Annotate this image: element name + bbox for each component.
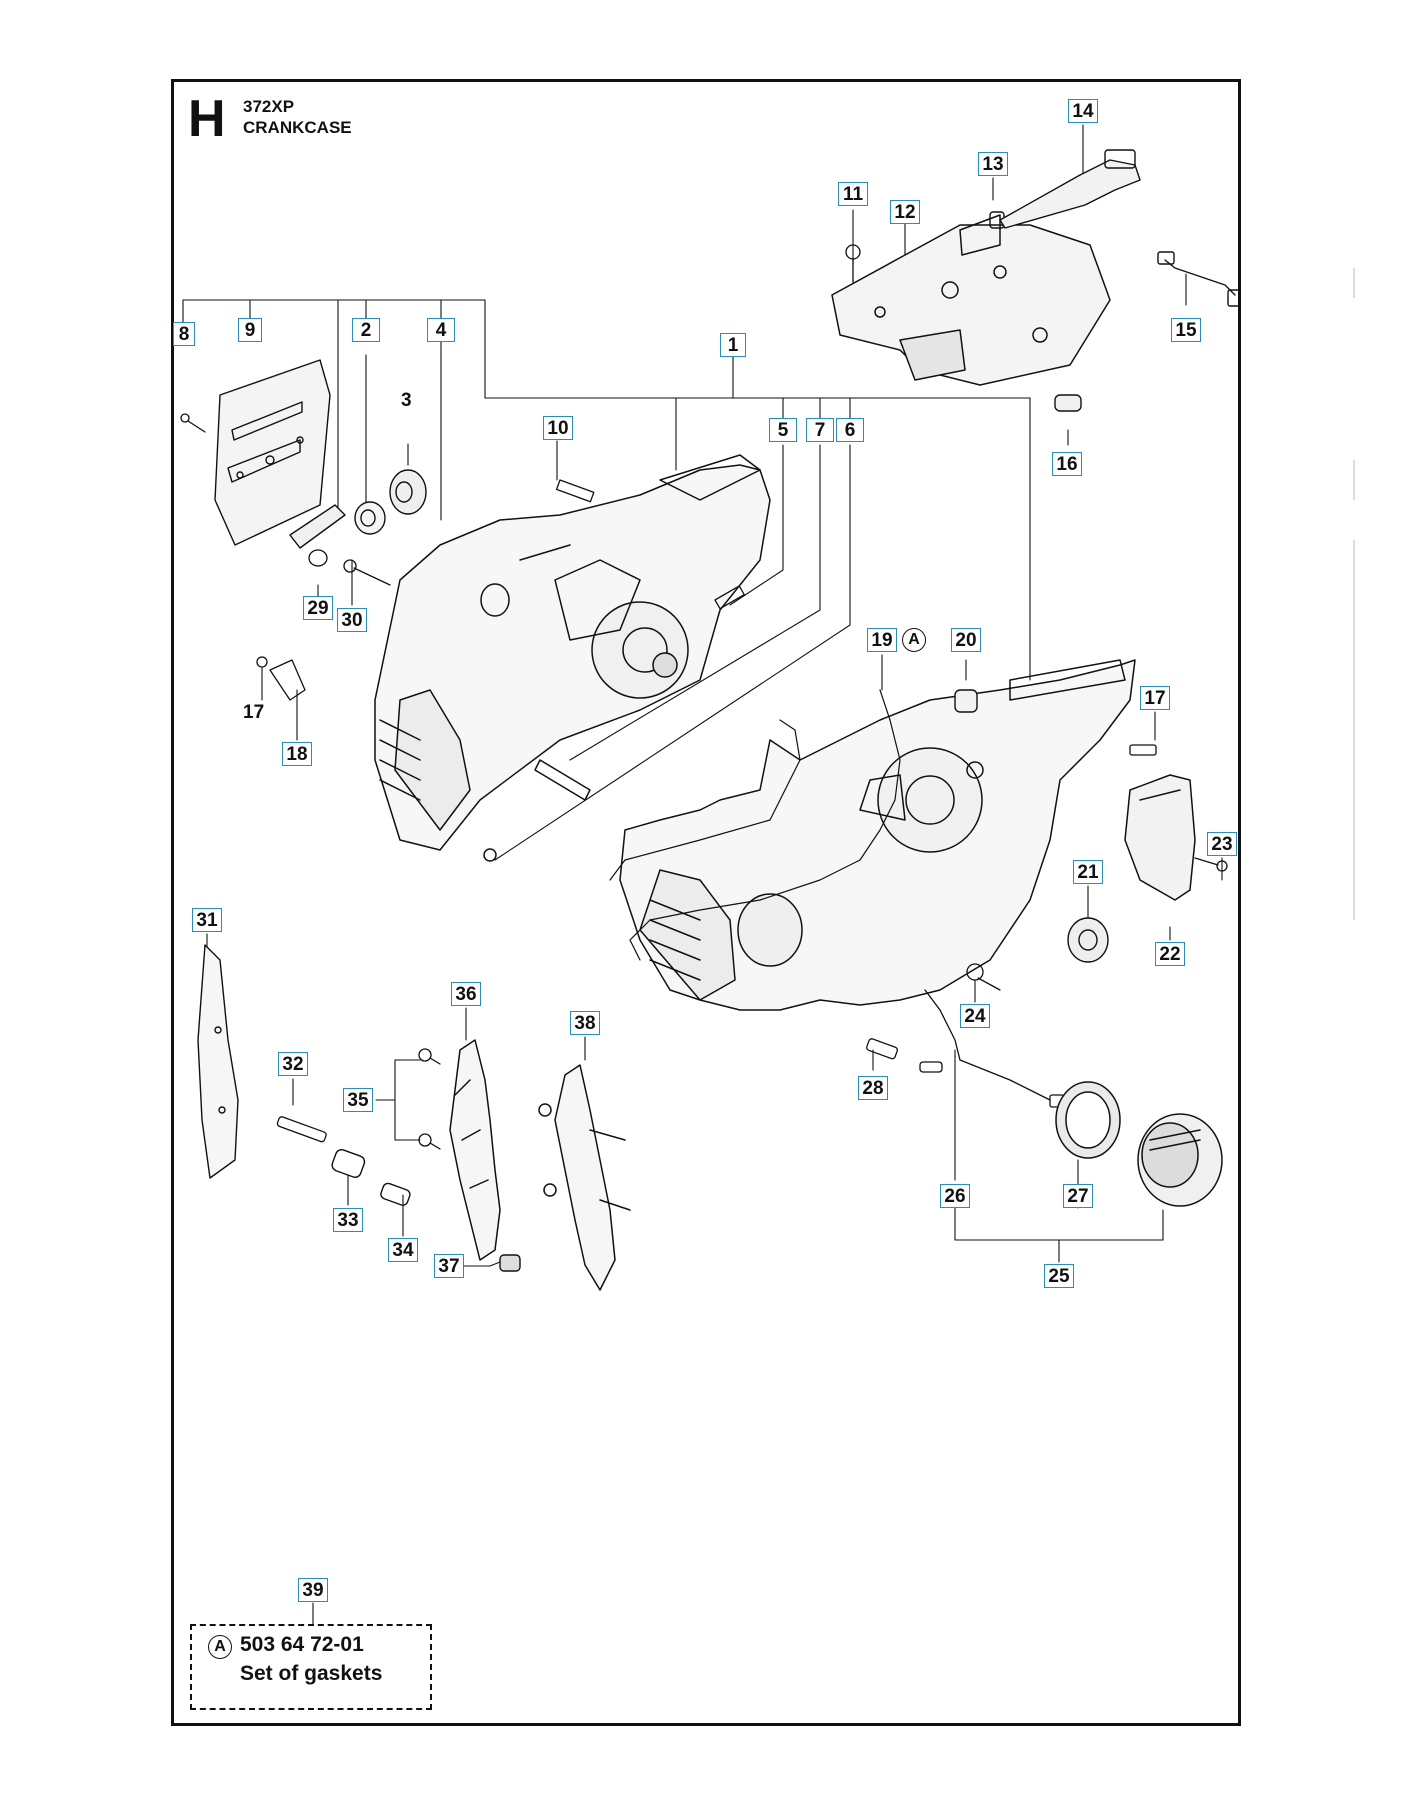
- part-20-bushing: [954, 689, 978, 713]
- part-8-screw: [180, 413, 206, 433]
- part-38-bumper-spike: [538, 1064, 631, 1291]
- callout-17-right: 17: [1140, 686, 1170, 710]
- callout-24: 24: [960, 1004, 990, 1028]
- gasket-kit-box: [190, 1624, 432, 1710]
- part-37-nut: [499, 1254, 521, 1272]
- callout-10: 10: [543, 416, 573, 440]
- part-2-pin: [289, 504, 346, 549]
- callout-11: 11: [838, 182, 868, 206]
- callout-22: 22: [1155, 942, 1185, 966]
- callout-39: 39: [298, 1578, 328, 1602]
- part-11-screw: [845, 244, 861, 283]
- part-4-seal: [354, 501, 386, 535]
- kit-description: Set of gaskets: [240, 1662, 383, 1685]
- callout-6: 6: [836, 418, 864, 442]
- part-15-hose: [1157, 251, 1241, 307]
- model-number: 372XP: [243, 97, 295, 116]
- part-28-screw: [866, 1038, 898, 1060]
- section-letter: H: [188, 90, 226, 148]
- part-34-sleeve: [380, 1182, 411, 1206]
- page-edge-mark: [1353, 540, 1355, 920]
- part-29-nut: [308, 549, 328, 567]
- label-3: 3: [401, 390, 412, 411]
- part-12-top-cover: [831, 214, 1111, 386]
- callout-19: 19: [867, 628, 897, 652]
- part-21-seal: [1067, 917, 1109, 963]
- callout-15: 15: [1171, 318, 1201, 342]
- callout-5: 5: [769, 418, 797, 442]
- part-24-bolt: [966, 963, 1001, 991]
- callout-14: 14: [1068, 99, 1098, 123]
- part-23-screw: [1194, 857, 1228, 872]
- crankcase-left-half: [374, 454, 771, 862]
- callout-36: 36: [451, 982, 481, 1006]
- callout-2: 2: [352, 318, 380, 342]
- part-27-seal: [1055, 1081, 1121, 1159]
- part-14-handle: [999, 149, 1141, 229]
- page-edge-mark: [1353, 460, 1355, 500]
- part-32-bolt: [276, 1116, 327, 1143]
- callout-33: 33: [333, 1208, 363, 1232]
- part-31-plate: [197, 944, 239, 1179]
- diagram-frame: [171, 79, 1241, 1726]
- part-33-spacer: [331, 1148, 366, 1178]
- part-26-vent: [919, 989, 1065, 1108]
- part-18-clip: [256, 656, 306, 701]
- part-3-bearing: [389, 469, 427, 515]
- callout-29: 29: [303, 596, 333, 620]
- callout-32: 32: [278, 1052, 308, 1076]
- callout-12: 12: [890, 200, 920, 224]
- callout-21: 21: [1073, 860, 1103, 884]
- callout-26: 26: [940, 1184, 970, 1208]
- part-16-plug: [1054, 394, 1082, 412]
- part-30-stud: [343, 559, 391, 586]
- callout-18: 18: [282, 742, 312, 766]
- callout-1: 1: [720, 333, 746, 357]
- callout-9: 9: [238, 318, 262, 342]
- part-17-screw: [1129, 744, 1157, 756]
- callout-34: 34: [388, 1238, 418, 1262]
- callout-23: 23: [1207, 832, 1237, 856]
- callout-8: 8: [173, 322, 195, 346]
- callout-25: 25: [1044, 1264, 1074, 1288]
- gasket-kit-marker-A: A: [902, 628, 926, 652]
- model-title: 372XP CRANKCASE: [243, 96, 352, 139]
- kit-marker-A: A: [208, 1635, 232, 1659]
- callout-20: 20: [951, 628, 981, 652]
- callout-31: 31: [192, 908, 222, 932]
- callout-13: 13: [978, 152, 1008, 176]
- label-17-left: 17: [243, 702, 265, 723]
- callout-30: 30: [337, 608, 367, 632]
- callout-7: 7: [806, 418, 834, 442]
- callout-35: 35: [343, 1088, 373, 1112]
- assembly-title: CRANKCASE: [243, 118, 352, 138]
- part-36-bumper-spike: [449, 1039, 501, 1261]
- page-edge-mark: [1353, 268, 1355, 298]
- crankcase-right-half: [619, 659, 1136, 1011]
- callout-4: 4: [427, 318, 455, 342]
- part-22-cover: [1124, 774, 1196, 901]
- callout-16: 16: [1052, 452, 1082, 476]
- callout-38: 38: [570, 1011, 600, 1035]
- part-5-screw: [714, 585, 745, 610]
- part-9-plate: [214, 359, 331, 546]
- callout-37: 37: [434, 1254, 464, 1278]
- part-19-gasket: [609, 689, 901, 961]
- part-35-screws: [418, 1048, 441, 1150]
- kit-part-number: 503 64 72-01: [240, 1633, 364, 1656]
- part-25-cap: [1137, 1113, 1223, 1207]
- part-10-screw: [555, 479, 595, 503]
- callout-28: 28: [858, 1076, 888, 1100]
- callout-27: 27: [1063, 1184, 1093, 1208]
